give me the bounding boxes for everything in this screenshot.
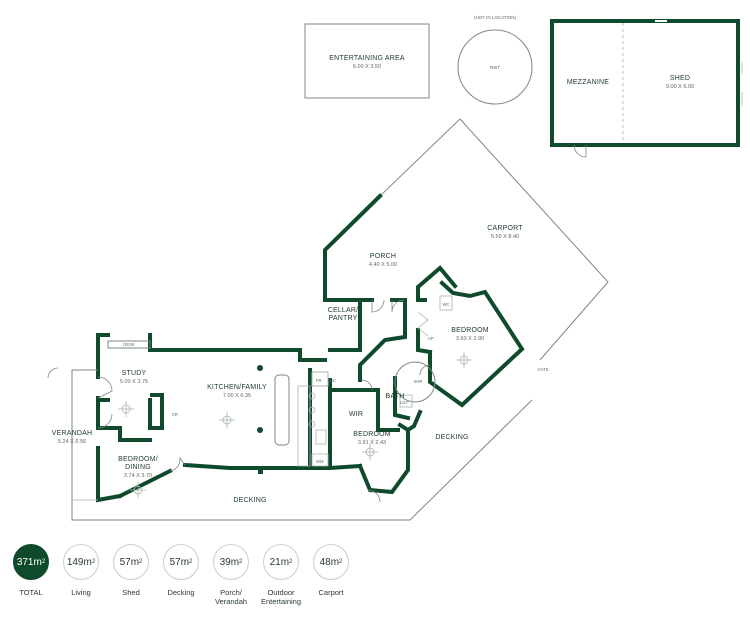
bath-label: BATH [386, 393, 405, 400]
verandah-label: VERANDAH [52, 430, 93, 437]
legend-unit-sup: 2 [41, 559, 46, 565]
cellar-label: CELLAR/ [328, 307, 359, 314]
kitchen-label: KITCHEN/FAMILY [207, 384, 267, 391]
study-dim: 5.00 X 3.76 [120, 379, 148, 385]
desk-label: DESK [123, 342, 135, 347]
verandah-outline [71, 369, 533, 521]
legend-label-4: Porch/Verandah [201, 588, 261, 606]
kitchen-island [274, 374, 290, 446]
study-label: STUDY [122, 370, 147, 377]
cellar-walls [323, 298, 362, 352]
porch-wall [323, 193, 383, 302]
entertaining-area-outline [304, 23, 430, 99]
desk-outline [107, 340, 151, 349]
ceiling-fan-icon [118, 352, 472, 498]
legend-label-line2: Verandah [214, 597, 248, 606]
wm-label: WM [316, 459, 324, 464]
rainwater-tank [457, 29, 533, 105]
legend-label-line1: Carport [318, 588, 344, 597]
carport-dim: 5.59 X 8.40 [491, 234, 519, 240]
kitchen-dim: 7.00 X 6.35 [223, 393, 251, 399]
verandah-dim: 5.24 X 6.56 [58, 439, 86, 445]
mezzanine-label: MEZZANINE [567, 79, 609, 86]
legend-unit-sup: 2 [91, 559, 96, 565]
bedroom1-walls [428, 280, 525, 408]
dining-label: DINING [125, 464, 151, 471]
pantry-label: PANTRY [329, 315, 358, 322]
bedroom1-dim: 3.60 X 3.90 [456, 336, 484, 342]
ldy-label: LDY [400, 400, 408, 405]
legend-unit-sup: 2 [139, 559, 143, 565]
legend-label-3: Decking [151, 588, 211, 597]
legend-label-0: TOTAL [1, 588, 61, 597]
legend-unit-sup: 2 [239, 559, 243, 565]
decking-right-label: DECKING [435, 434, 468, 441]
bedroom2-label: BEDROOM [353, 431, 391, 438]
fridge-label: FR [316, 378, 322, 383]
shed-door [573, 144, 587, 158]
rwt-label: RWT [490, 65, 500, 70]
legend-unit-sup: 2 [339, 559, 343, 565]
bedroom-dining-label: BEDROOM/ [118, 456, 158, 463]
decking-bottom-label: DECKING [233, 497, 266, 504]
wc-label: WC [443, 302, 450, 307]
carport-label: CARPORT [487, 225, 523, 232]
legend-label-1: Living [51, 588, 111, 597]
legend-unit-sup: 2 [189, 559, 193, 565]
legend-unit-sup: 2 [289, 559, 293, 565]
legend-label-line1: Porch/ [220, 588, 242, 597]
rwt-note: (NOT IN LOCATION) [474, 15, 517, 20]
porch-dim: 4.40 X 5.00 [369, 262, 397, 268]
shed-walls [550, 19, 740, 147]
bedroom1-label: BEDROOM [451, 327, 489, 334]
legend-label-line1: Decking [167, 588, 195, 597]
legend-label-2: Shed [101, 588, 161, 597]
cr-label: CR [172, 412, 178, 417]
up-label: UP [428, 336, 434, 341]
shed-dim: 9.00 X 6.00 [666, 84, 694, 90]
gate-label: GATE [537, 367, 548, 372]
legend-label-line1: Outdoor [267, 588, 295, 597]
legend-label-line2: Entertaining [260, 597, 302, 606]
bedroom-dining-dim: 3.74 X 3.70 [124, 473, 152, 479]
entertaining-area-label: ENTERTAINING AREA [329, 55, 405, 62]
legend-label-line1: Living [71, 588, 91, 597]
legend-label-line1: Shed [122, 588, 140, 597]
entertaining-area-dim: 6.00 X 3.50 [353, 64, 381, 70]
bedroom2-dim: 3.91 X 2.43 [358, 440, 386, 446]
shed-label: SHED [670, 75, 690, 82]
study-wall [148, 393, 164, 430]
shower [394, 361, 436, 403]
legend-label-line1: TOTAL [19, 588, 43, 597]
wir-label: WIR [349, 411, 363, 418]
legend-label-6: Carport [301, 588, 361, 597]
dc-label: DC [330, 378, 336, 383]
carport-outline [379, 118, 609, 361]
porch-label: PORCH [370, 253, 396, 260]
shr-label: SHR [414, 379, 423, 384]
